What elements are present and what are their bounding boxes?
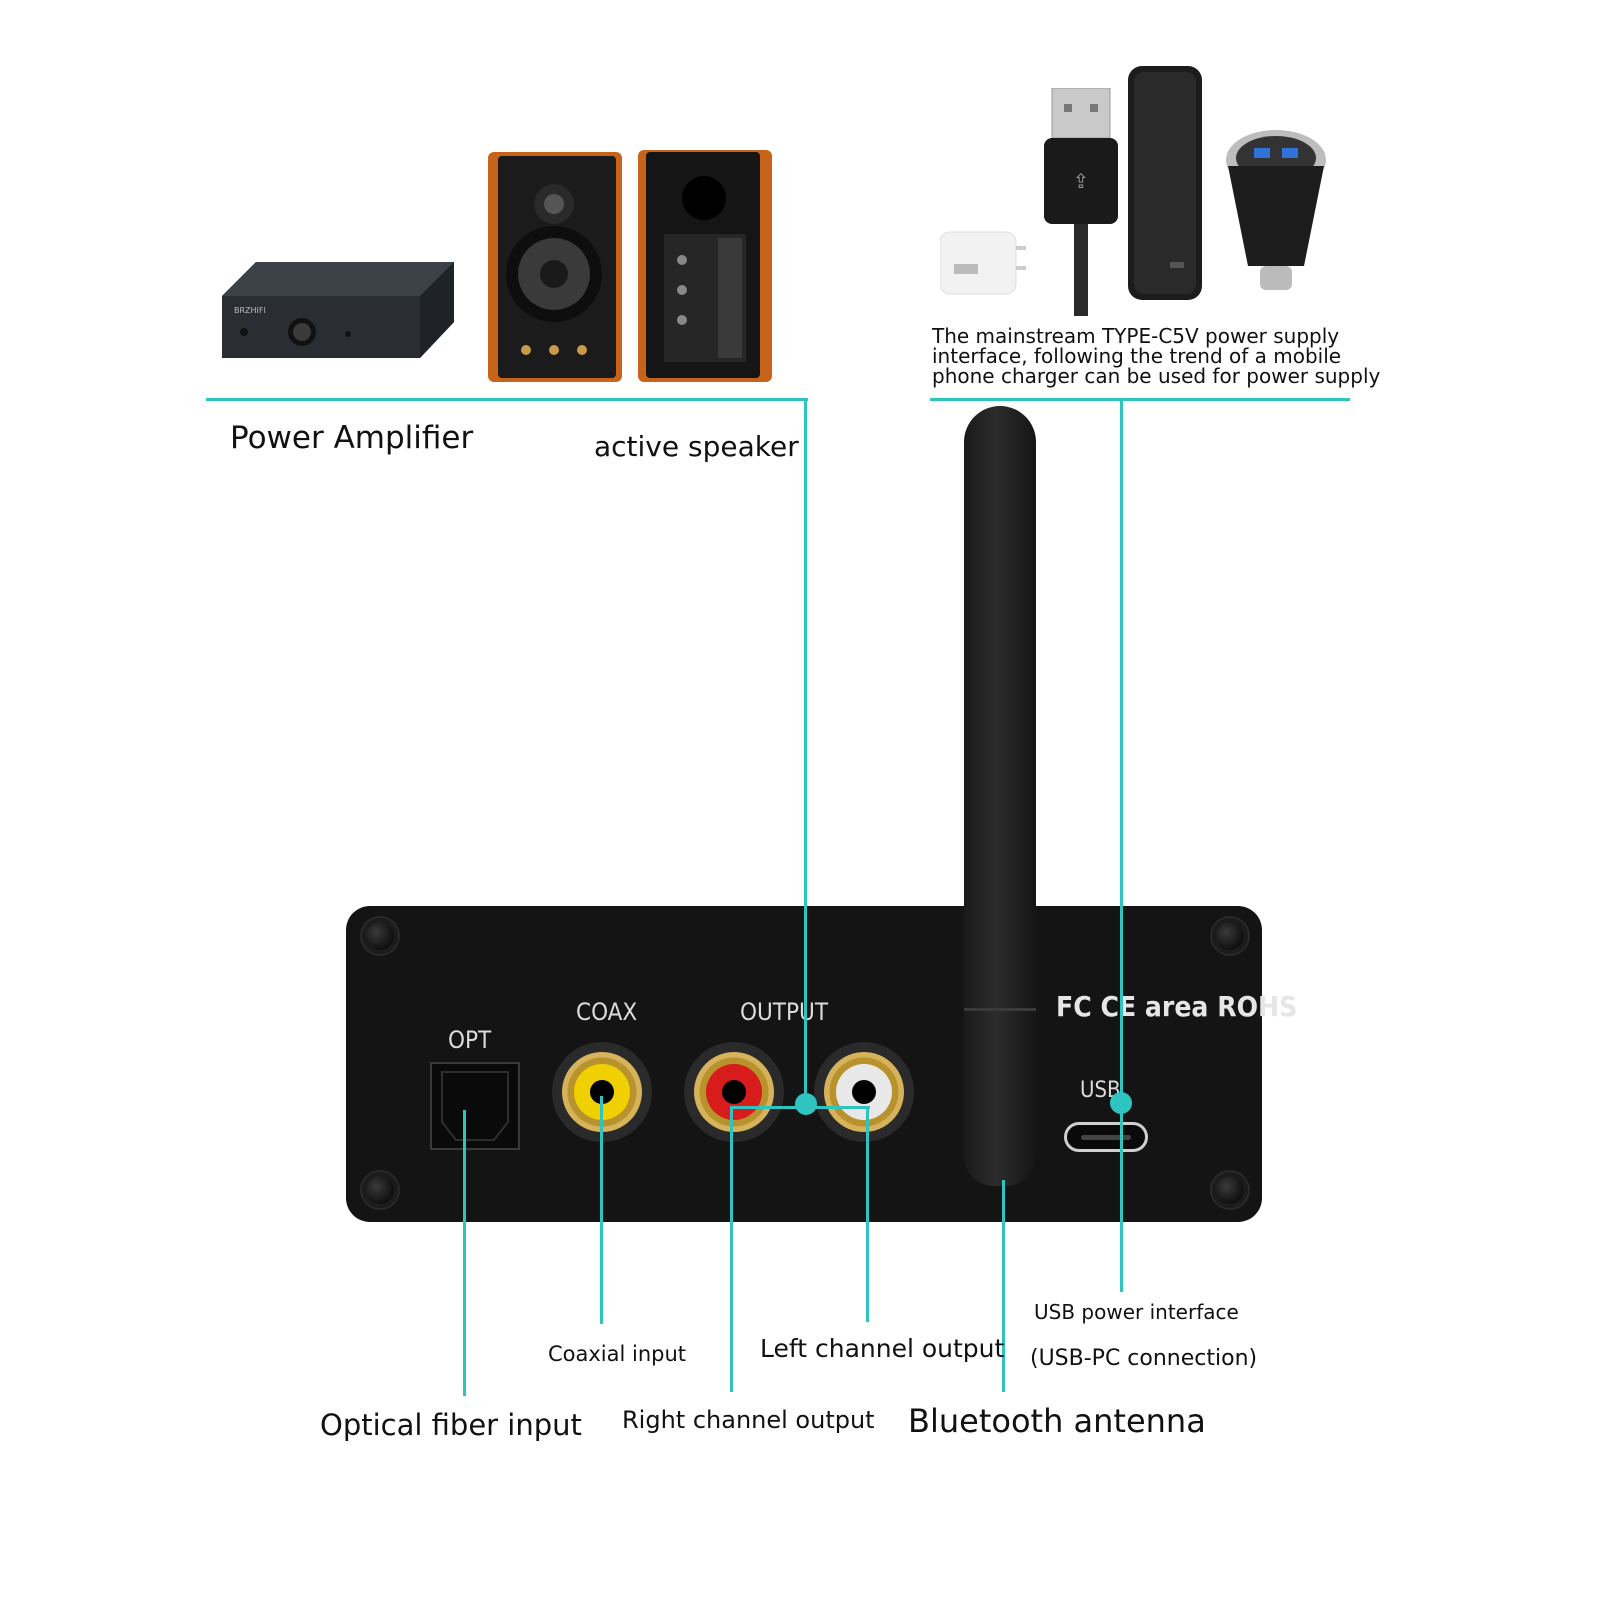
power-note-line-1: The mainstream TYPE-C5V power supply xyxy=(932,324,1340,348)
usb-charger-icon xyxy=(939,226,1028,298)
leader-line-bluetooth xyxy=(1002,1180,1005,1392)
power-amplifier-label: Power Amplifier xyxy=(230,420,474,456)
antenna-image xyxy=(964,406,1036,1186)
amplifier-brand: BRZHIFI xyxy=(234,306,266,315)
leader-dot-usb xyxy=(1110,1092,1132,1114)
leader-line-top-left xyxy=(206,398,808,401)
speaker-back-image xyxy=(638,150,772,382)
screw-icon xyxy=(1212,1172,1248,1208)
usb-c-port-icon xyxy=(1064,1122,1148,1152)
usb-pc-connection-label: (USB-PC connection) xyxy=(1030,1346,1258,1371)
right-channel-output-label: Right channel output xyxy=(622,1406,875,1434)
optical-fiber-input-label: Optical fiber input xyxy=(320,1408,582,1442)
screw-icon xyxy=(362,1172,398,1208)
leader-line-coaxial xyxy=(600,1096,603,1324)
usb-power-interface-label: USB power interface xyxy=(1034,1300,1239,1324)
active-speaker-label: active speaker xyxy=(594,430,799,463)
leader-line-output-bridge xyxy=(732,1106,870,1109)
left-channel-output-label: Left channel output xyxy=(760,1334,1005,1363)
leader-line-speaker xyxy=(804,398,807,1104)
certification-label: FC CE area ROHS xyxy=(1056,990,1298,1023)
optical-port-icon xyxy=(430,1062,520,1150)
amplifier-image: BRZHIFI xyxy=(222,262,454,358)
leader-line-top-right xyxy=(930,398,1350,401)
leader-line-right-channel xyxy=(730,1106,733,1392)
coaxial-input-label: Coaxial input xyxy=(548,1342,687,1366)
car-charger-icon xyxy=(1224,126,1328,292)
screw-icon xyxy=(362,918,398,954)
leader-line-optical xyxy=(463,1110,466,1396)
output-label: OUTPUT xyxy=(740,998,828,1026)
power-note-line-3: phone charger can be used for power supp… xyxy=(932,364,1381,388)
svg-text:⇪: ⇪ xyxy=(1073,169,1090,193)
coax-label: COAX xyxy=(576,998,638,1026)
leader-line-power xyxy=(1120,398,1123,1292)
bluetooth-antenna-label: Bluetooth antenna xyxy=(908,1402,1206,1440)
opt-label: OPT xyxy=(448,1026,492,1054)
usb-cable-icon: ⇪ xyxy=(1040,87,1122,316)
leader-dot-output xyxy=(795,1093,817,1115)
antenna-joint xyxy=(964,1008,1036,1011)
rca-jack-right xyxy=(684,1042,784,1142)
screw-icon xyxy=(1212,918,1248,954)
power-note-line-2: interface, following the trend of a mobi… xyxy=(932,344,1342,368)
leader-line-left-channel xyxy=(866,1106,869,1322)
power-bank-icon xyxy=(1128,66,1212,304)
speaker-front-image xyxy=(488,152,622,382)
rca-jack-left xyxy=(814,1042,914,1142)
